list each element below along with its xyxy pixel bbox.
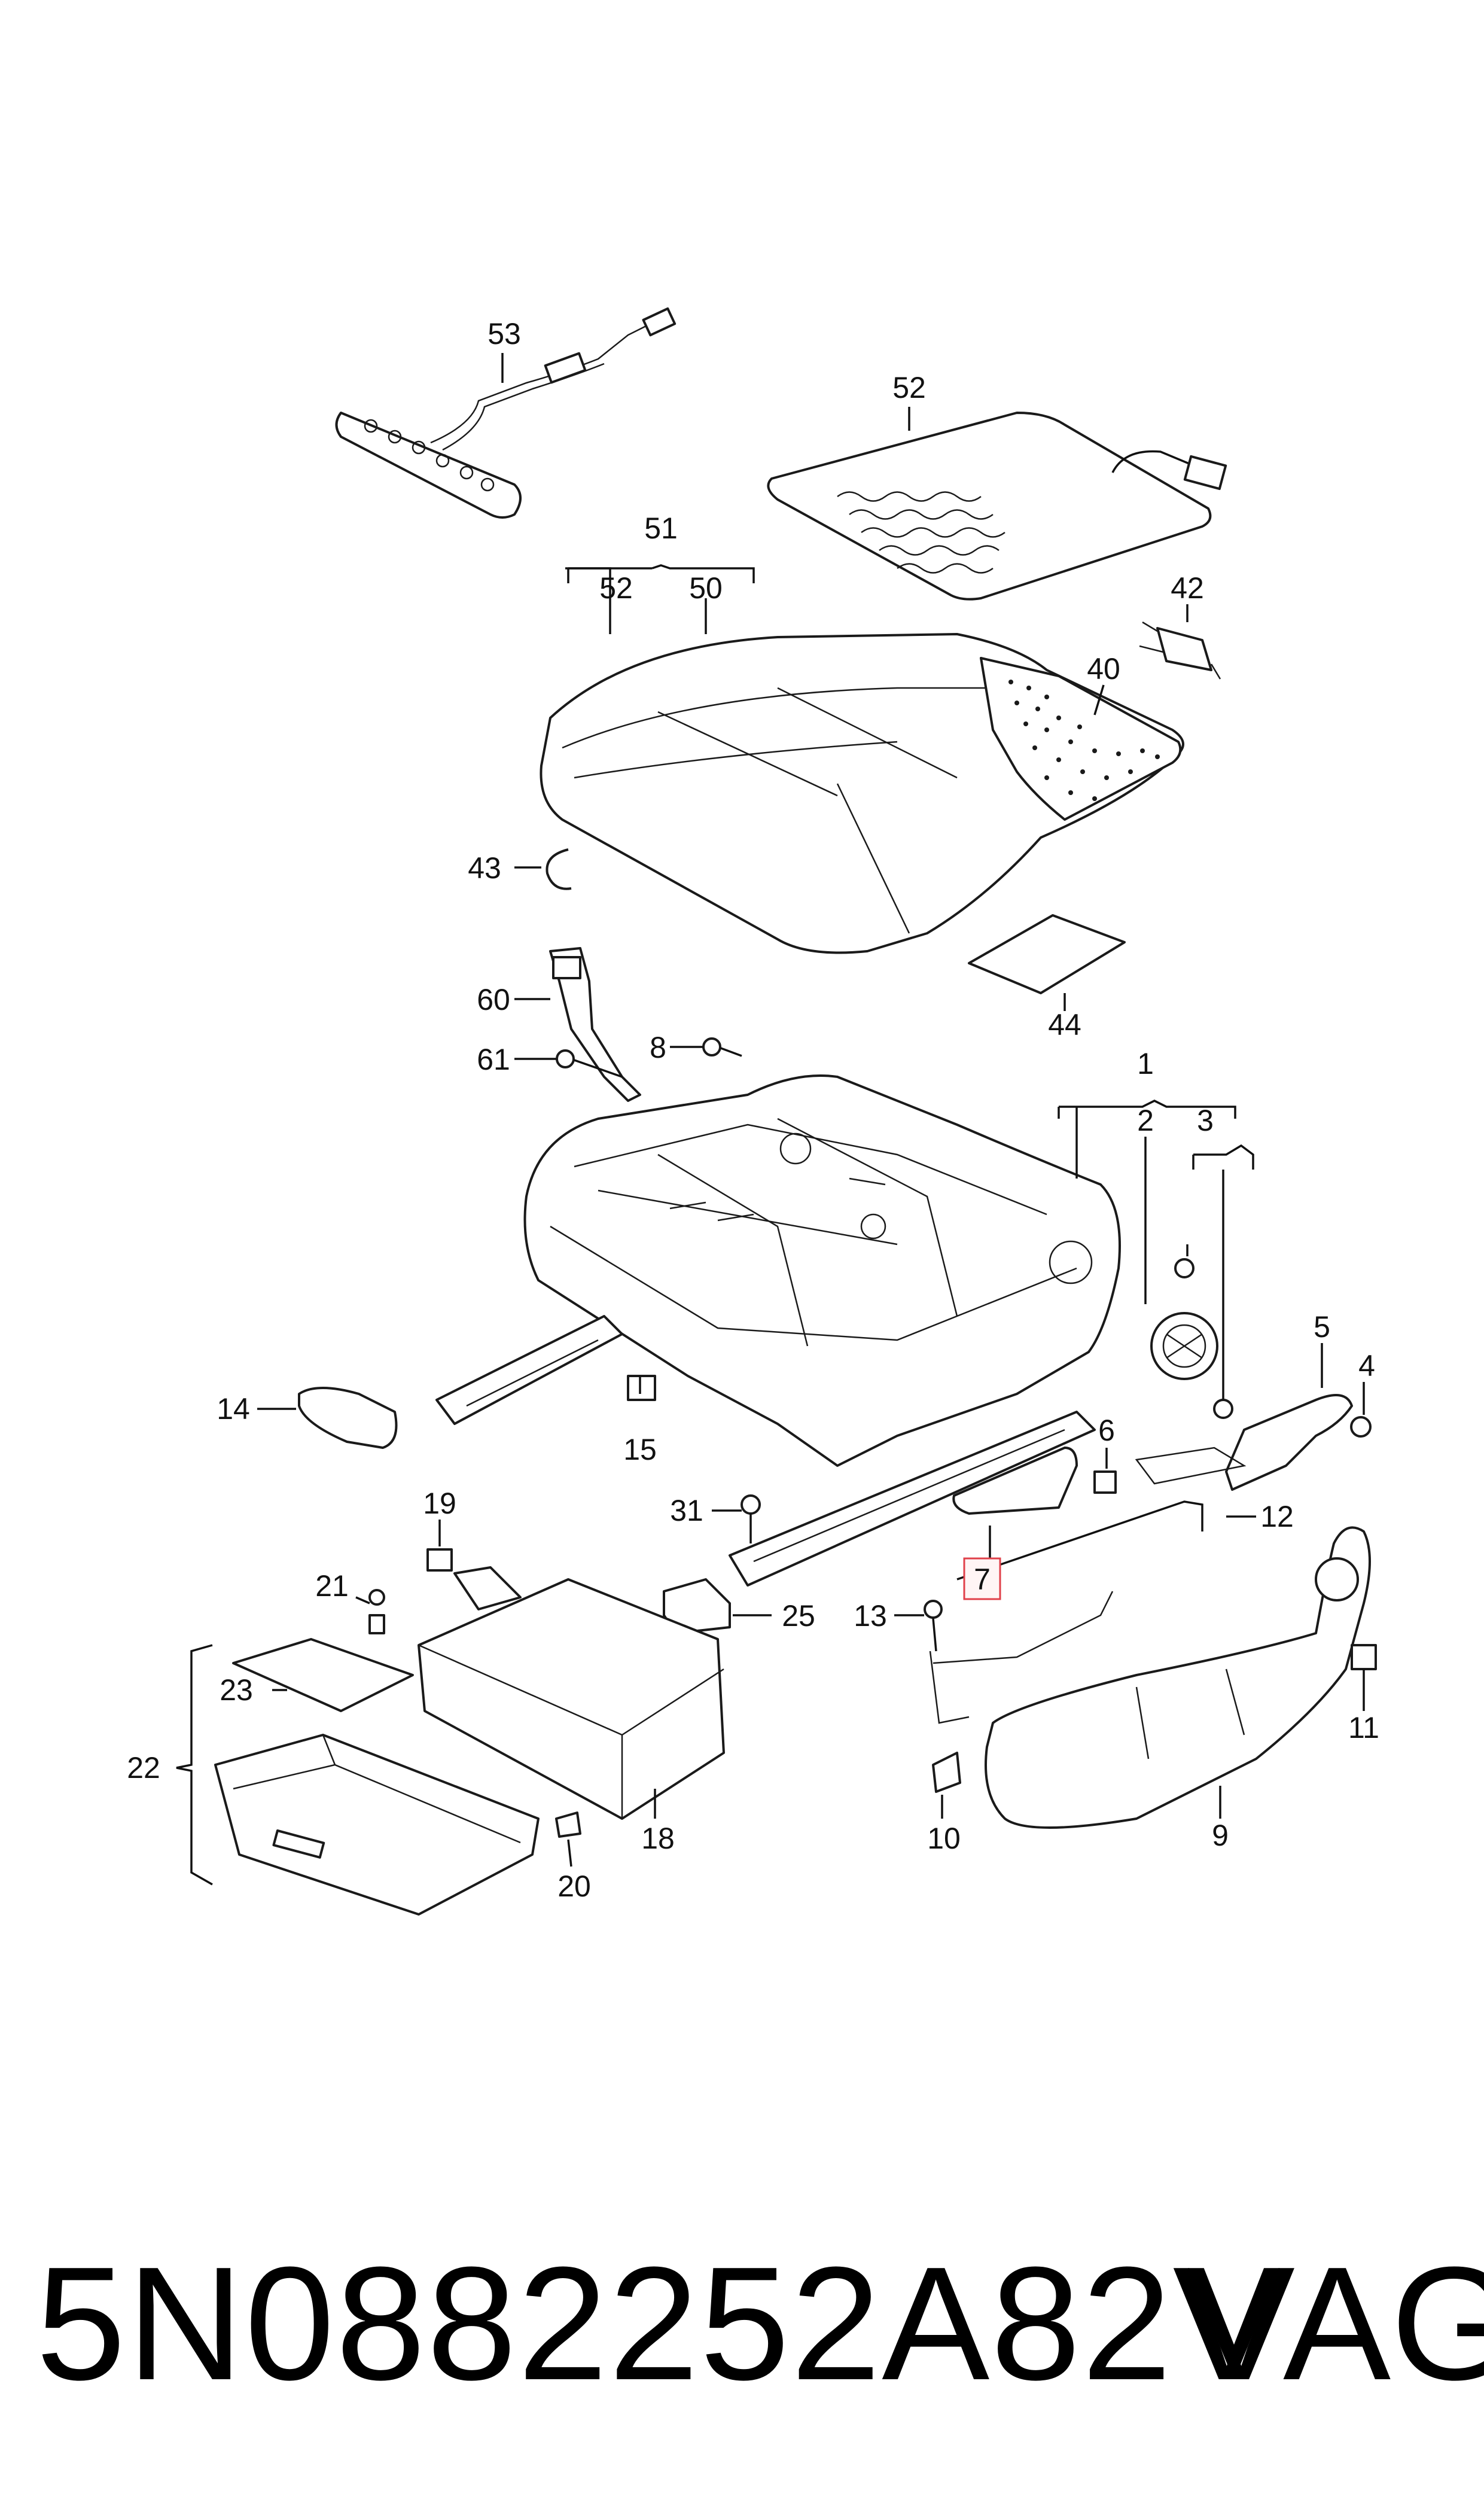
part-25-bracket — [663, 1578, 731, 1634]
brand-name: VAG — [1187, 2234, 1484, 2414]
callout-8: 8 — [650, 1031, 666, 1064]
callout-20: 20 — [557, 1870, 591, 1903]
callout-51: 51 — [644, 511, 678, 545]
part-22-drawer — [214, 1734, 540, 1916]
callout-42: 42 — [1171, 571, 1204, 605]
callout-12: 12 — [1260, 1500, 1294, 1533]
callout-52-heater: 52 — [892, 371, 926, 404]
callout-52-sub: 52 — [599, 571, 633, 605]
callout-1: 1 — [1137, 1047, 1154, 1080]
part-12-rod — [956, 1500, 1203, 1581]
part-1-seat-frame — [523, 1074, 1121, 1467]
callout-15: 15 — [623, 1433, 657, 1466]
seat-rail — [435, 1315, 1096, 1587]
callout-6: 6 — [1098, 1414, 1115, 1447]
part-31-bolt — [741, 1494, 761, 1543]
callout-5: 5 — [1314, 1310, 1330, 1344]
part-18-drawer-housing — [418, 1566, 725, 1820]
callout-60: 60 — [477, 983, 510, 1016]
callout-31: 31 — [670, 1494, 703, 1527]
part-19-nut — [426, 1548, 453, 1572]
callout-11: 11 — [1348, 1711, 1379, 1744]
part-42-connector — [1139, 621, 1221, 680]
part-53-sensor-mat — [335, 307, 677, 519]
callout-19: 19 — [423, 1487, 456, 1520]
part-44-pad — [968, 914, 1126, 994]
callout-44: 44 — [1048, 1008, 1081, 1042]
part-43-ring-clip — [546, 848, 572, 890]
callout-14: 14 — [217, 1392, 250, 1426]
callout-13: 13 — [854, 1599, 887, 1633]
leader-lines — [176, 353, 1365, 1886]
part-61-bolt — [556, 1049, 623, 1078]
part-40-foam-section — [980, 657, 1182, 821]
part-10-clip — [932, 1752, 961, 1793]
part-13-bolt-bracket — [924, 1591, 1114, 1724]
callout-25: 25 — [782, 1599, 815, 1633]
part-6-clip — [1093, 1470, 1117, 1494]
callout-10: 10 — [927, 1822, 961, 1855]
part-2-motor — [1150, 1312, 1218, 1380]
callout-2: 2 — [1137, 1104, 1154, 1137]
part-4-bolt — [1350, 1416, 1372, 1438]
callout-61: 61 — [477, 1043, 510, 1076]
part-52-heating-element — [767, 412, 1227, 601]
part-number: 5N0882252A82V — [36, 2234, 1282, 2414]
callout-4: 4 — [1358, 1349, 1375, 1383]
callout-21: 21 — [315, 1569, 349, 1603]
callout-50: 50 — [689, 571, 723, 605]
part-3-fastener — [1174, 1258, 1233, 1419]
part-60-belt-buckle — [549, 947, 641, 1102]
part-23-mat — [232, 1638, 414, 1712]
callout-22: 22 — [127, 1751, 160, 1785]
part-21-bolt — [368, 1589, 385, 1634]
part-8-bolt — [702, 1037, 742, 1057]
callout-3: 3 — [1197, 1104, 1214, 1137]
callout-7-highlight: 7 — [963, 1557, 1001, 1600]
part-9-side-trim — [985, 1526, 1371, 1829]
part-15-clip — [627, 1375, 656, 1401]
callout-7: 7 — [974, 1563, 991, 1596]
callout-23: 23 — [220, 1673, 253, 1707]
callout-53: 53 — [487, 317, 521, 351]
part-5-lever — [1135, 1394, 1353, 1491]
part-11-clip — [1351, 1644, 1377, 1670]
part-7-trim-handle — [952, 1447, 1078, 1515]
callout-9: 9 — [1212, 1819, 1229, 1852]
callout-18: 18 — [641, 1822, 675, 1855]
callout-40: 40 — [1087, 652, 1120, 686]
part-20-clip — [555, 1811, 581, 1838]
part-14-trim-cap — [298, 1387, 398, 1449]
callout-43: 43 — [468, 851, 501, 885]
